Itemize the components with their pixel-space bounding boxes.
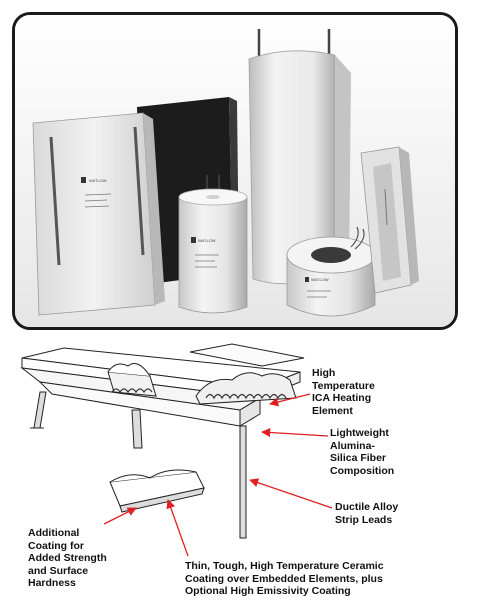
middle-leg — [131, 409, 143, 449]
callout-ica-heating-element: High Temperature ICA Heating Element — [312, 367, 375, 417]
callout-alumina-silica-fiber: Lightweight Alumina- Silica Fiber Compos… — [330, 427, 395, 477]
strip-lead — [239, 425, 247, 539]
cutaway-diagram — [20, 343, 333, 557]
arrow-ceramic-coating — [166, 499, 189, 557]
callout-ceramic-coating: Thin, Tough, High Temperature Ceramic Co… — [185, 560, 384, 597]
trough-heater — [360, 146, 419, 294]
callout-strip-leads: Ductile Alloy Strip Leads — [335, 501, 399, 526]
callout-arrows — [103, 393, 333, 557]
flat-panel-heater: WATLOW — [32, 112, 165, 316]
arrow-fiber — [261, 427, 329, 438]
product-photo: WATLOW WATLOW — [15, 15, 455, 327]
arrow-additional-coating — [103, 507, 137, 525]
ring-heater: WATLOW — [286, 226, 376, 317]
rear-ridge — [189, 343, 305, 367]
arrow-strip-leads — [249, 478, 333, 509]
panel-brand-label: WATLOW — [89, 178, 107, 183]
callout-additional-coating: Additional Coating for Added Strength an… — [28, 527, 107, 589]
arrow-ica-element — [269, 393, 311, 407]
embedded-element-left — [111, 388, 153, 394]
cylinder-heater: WATLOW — [178, 175, 248, 314]
cylinder-brand-label: WATLOW — [198, 238, 216, 243]
ring-brand-label: WATLOW — [311, 277, 329, 282]
embedded-element-right — [205, 393, 287, 400]
left-leg — [33, 391, 47, 429]
tall-semi-cylinder-heater — [248, 29, 351, 285]
coating-sample-edge — [119, 487, 205, 513]
product-photo-frame: WATLOW WATLOW — [12, 12, 458, 330]
